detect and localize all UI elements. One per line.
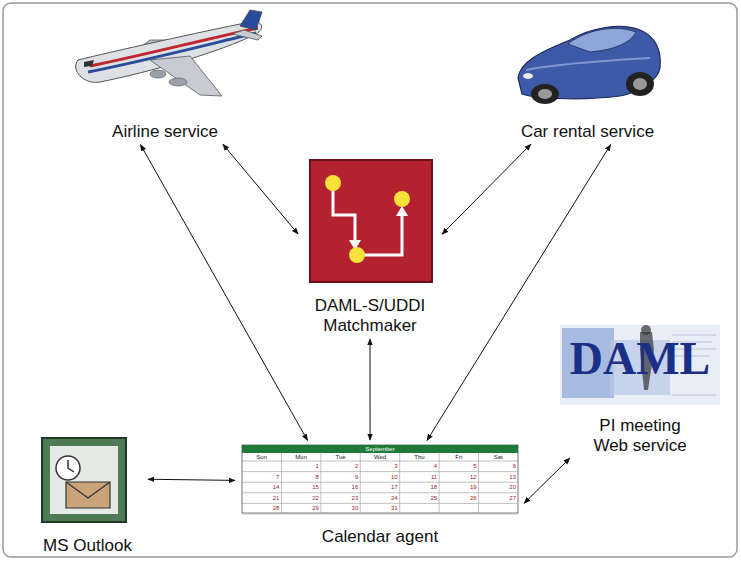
ms-outlook-node: MS Outlook (30, 436, 145, 556)
node-label: PI meeting Web service (590, 416, 690, 456)
connector-arrow (223, 144, 298, 234)
date-number: 21 (242, 495, 279, 501)
weekday-label: Tue (321, 454, 360, 460)
connector-arrow (427, 145, 611, 441)
date-number: 6 (479, 463, 516, 469)
date-number: 26 (439, 495, 476, 501)
date-number: 7 (242, 474, 279, 480)
matchmaker-icon (310, 160, 432, 282)
node-label: MS Outlook (43, 536, 132, 556)
date-number: 11 (400, 474, 437, 480)
node-label: Airline service (112, 122, 218, 142)
date-number: 3 (360, 463, 397, 469)
weekday-label: Sun (242, 454, 281, 460)
date-number: 25 (400, 495, 437, 501)
date-number: 9 (321, 474, 358, 480)
date-number: 28 (242, 505, 279, 511)
date-number: 23 (321, 495, 358, 501)
calendar-grid (242, 445, 518, 514)
logo-text: DAML (560, 336, 720, 382)
date-number: 10 (360, 474, 397, 480)
date-number: 17 (360, 484, 397, 490)
frame (3, 3, 737, 557)
outlook-icon (42, 438, 126, 522)
date-number: 20 (479, 484, 516, 490)
matchmaker-node: DAML-S/UDDI Matchmaker (300, 158, 440, 336)
car-rental-service-node: Car rental service (505, 8, 670, 142)
weekday-label: Wed (360, 454, 399, 460)
date-number: 5 (439, 463, 476, 469)
connector-arrow (442, 144, 531, 234)
date-number: 13 (479, 474, 516, 480)
airline-service-node: Airline service (65, 10, 265, 142)
car-icon (518, 26, 660, 104)
node-label: Calendar agent (322, 527, 438, 547)
date-number: 16 (321, 484, 358, 490)
date-number: 29 (281, 505, 318, 511)
date-number: 22 (281, 495, 318, 501)
date-number: 12 (439, 474, 476, 480)
node-label: Car rental service (521, 122, 654, 142)
date-number: 2 (321, 463, 358, 469)
connector-arrow (140, 145, 307, 441)
connector-arrow (370, 339, 371, 440)
date-number: 15 (281, 484, 318, 490)
connector-arrow (148, 479, 235, 480)
weekday-label: Sat (479, 454, 518, 460)
node-label: DAML-S/UDDI Matchmaker (308, 296, 433, 336)
date-number: 19 (439, 484, 476, 490)
weekday-label: Fri (439, 454, 478, 460)
month-label: September (242, 446, 518, 452)
date-number: 31 (360, 505, 397, 511)
date-number: 18 (400, 484, 437, 490)
airplane-icon (76, 10, 262, 96)
date-number: 4 (400, 463, 437, 469)
weekday-label: Thu (400, 454, 439, 460)
date-number: 8 (281, 474, 318, 480)
date-number: 14 (242, 484, 279, 490)
connector-arrow (524, 458, 570, 503)
date-number: 27 (479, 495, 516, 501)
weekday-label: Mon (281, 454, 320, 460)
date-number: 24 (360, 495, 397, 501)
daml-logo (560, 325, 720, 405)
date-number: 1 (281, 463, 318, 469)
date-number: 30 (321, 505, 358, 511)
